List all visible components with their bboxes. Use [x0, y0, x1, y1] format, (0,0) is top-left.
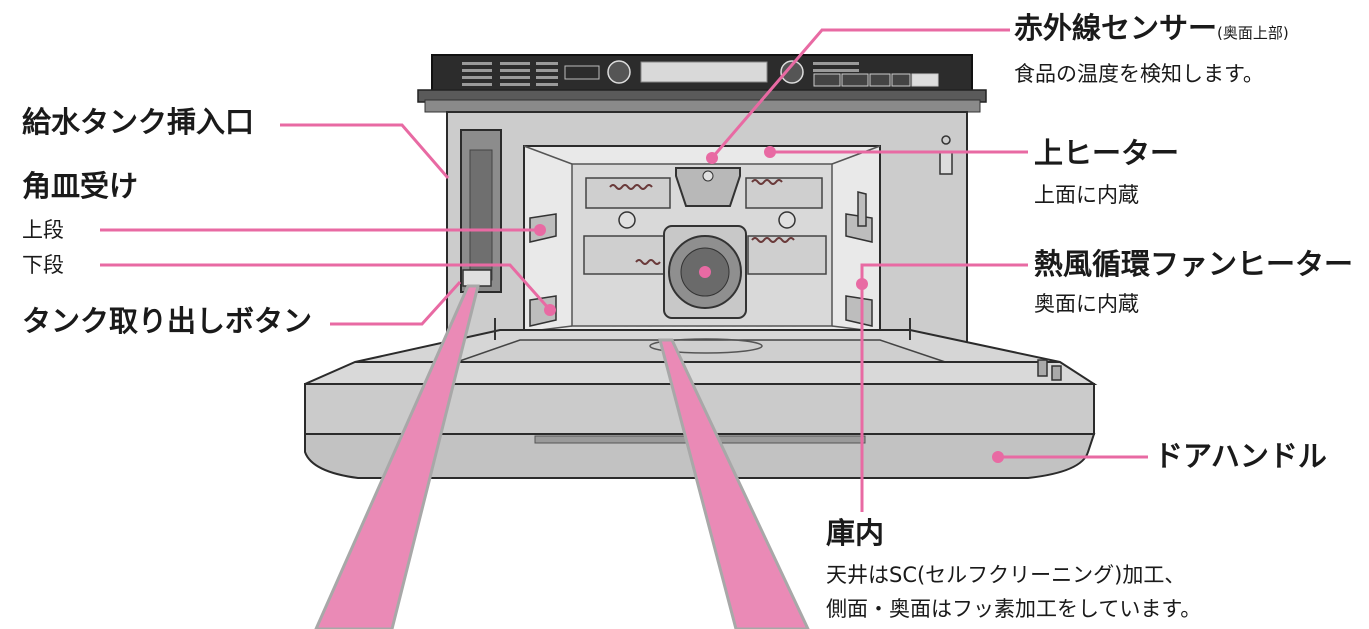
- label-ir-sensor: 赤外線センサー(奥面上部): [1014, 11, 1289, 45]
- ir-sensor-icon: [675, 167, 741, 207]
- label-top-heater: 上ヒーター: [1034, 136, 1180, 170]
- label-ir-sensor-desc: 食品の温度を検知します。: [1014, 62, 1264, 86]
- oven-cavity: [523, 145, 881, 333]
- panel-buttons: [813, 73, 939, 87]
- leader-lines: [100, 28, 1148, 512]
- steam-beams: [314, 284, 810, 629]
- oven-door: [304, 318, 1098, 479]
- ir-sensor-note: (奥面上部): [1217, 24, 1289, 42]
- tank-release-button-shape: [462, 269, 492, 287]
- label-lower-stage: 下段: [22, 253, 64, 277]
- leader-dots: [534, 146, 1004, 463]
- label-tank-release-button: タンク取り出しボタン: [22, 304, 313, 338]
- ir-sensor-title: 赤外線センサー: [1014, 11, 1218, 45]
- display-window: [640, 61, 768, 83]
- label-fan-heater: 熱風循環ファンヒーター: [1034, 247, 1354, 281]
- label-interior: 庫内: [826, 516, 885, 550]
- label-water-tank-inlet: 給水タンク挿入口: [22, 105, 255, 139]
- label-interior-desc-1: 天井はSC(セルフクリーニング)加工、: [826, 563, 1186, 587]
- label-upper-stage: 上段: [22, 218, 64, 242]
- label-fan-heater-desc: 奥面に内蔵: [1034, 292, 1139, 316]
- label-top-heater-desc: 上面に内蔵: [1034, 183, 1139, 207]
- left-dial-icon: [607, 60, 631, 84]
- label-interior-desc-2: 側面・奥面はフッ素加工をしています。: [826, 597, 1202, 621]
- right-dial-icon: [780, 60, 804, 84]
- label-door-handle: ドアハンドル: [1154, 439, 1327, 473]
- control-panel: [417, 54, 987, 113]
- label-tray-holder: 角皿受け: [22, 169, 139, 203]
